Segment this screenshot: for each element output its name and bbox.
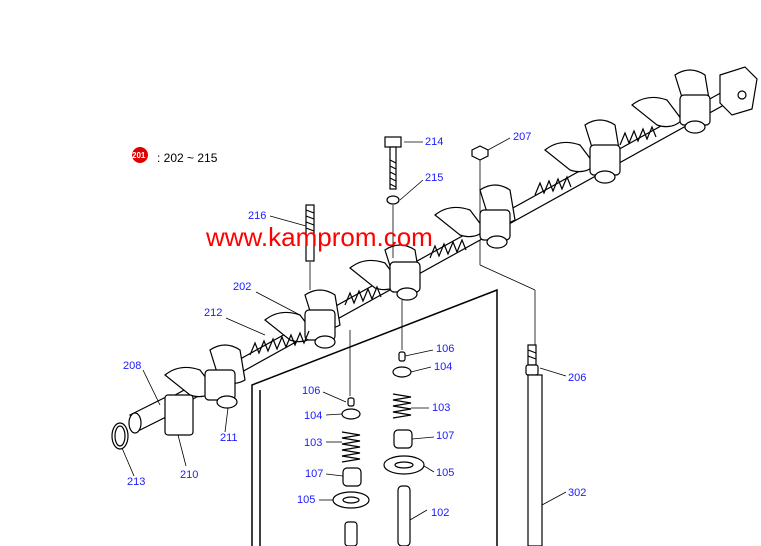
legend: 201 : 202 ~ 215 bbox=[132, 147, 218, 165]
callouts[interactable]: 214 207 215 216 202 212 208 211 210 213 … bbox=[123, 131, 586, 519]
callout-105-left[interactable]: 105 bbox=[297, 494, 315, 506]
callout-104-left[interactable]: 104 bbox=[304, 410, 322, 422]
valve-parts-left bbox=[332, 330, 370, 546]
rocker-arm bbox=[544, 119, 621, 184]
callout-leaders bbox=[121, 137, 567, 521]
rocker-arm bbox=[349, 244, 421, 301]
callout-106-right[interactable]: 106 bbox=[436, 343, 454, 355]
callout-212[interactable]: 212 bbox=[204, 307, 222, 319]
shaft-end-parts bbox=[111, 394, 194, 450]
callout-103-left[interactable]: 103 bbox=[304, 437, 322, 449]
rocker-arms bbox=[164, 66, 758, 409]
bolts bbox=[305, 136, 489, 290]
callout-104-right[interactable]: 104 bbox=[434, 361, 452, 373]
callout-213[interactable]: 213 bbox=[127, 476, 145, 488]
callout-107-left[interactable]: 107 bbox=[305, 468, 323, 480]
callout-215[interactable]: 215 bbox=[425, 172, 443, 184]
callout-216[interactable]: 216 bbox=[248, 210, 266, 222]
callout-105-right[interactable]: 105 bbox=[436, 467, 454, 479]
legend-range: : 202 ~ 215 bbox=[157, 151, 218, 165]
engine-frame bbox=[251, 160, 536, 546]
callout-214[interactable]: 214 bbox=[425, 136, 443, 148]
callout-210[interactable]: 210 bbox=[180, 469, 198, 481]
push-rod bbox=[525, 290, 543, 546]
rocker-arm bbox=[631, 69, 711, 134]
valve-parts-right bbox=[383, 300, 425, 546]
callout-202[interactable]: 202 bbox=[233, 281, 251, 293]
rocker-arm bbox=[264, 289, 341, 349]
callout-302[interactable]: 302 bbox=[568, 487, 586, 499]
rocker-arm bbox=[434, 184, 516, 249]
callout-106-left[interactable]: 106 bbox=[302, 385, 320, 397]
callout-103-right[interactable]: 103 bbox=[432, 402, 450, 414]
callout-211[interactable]: 211 bbox=[220, 432, 238, 444]
callout-208[interactable]: 208 bbox=[123, 360, 141, 372]
shaft-springs bbox=[249, 125, 657, 356]
callout-102[interactable]: 102 bbox=[431, 507, 449, 519]
shaft-end-bracket bbox=[719, 66, 758, 116]
callout-207[interactable]: 207 bbox=[513, 131, 531, 143]
watermark: www.kamprom.com bbox=[205, 222, 433, 252]
ref-badge-label: 201 bbox=[132, 151, 146, 160]
ref-badge-icon bbox=[132, 147, 148, 163]
callout-107-right[interactable]: 107 bbox=[436, 430, 454, 442]
callout-206[interactable]: 206 bbox=[568, 372, 586, 384]
rocker-arm bbox=[164, 344, 246, 409]
